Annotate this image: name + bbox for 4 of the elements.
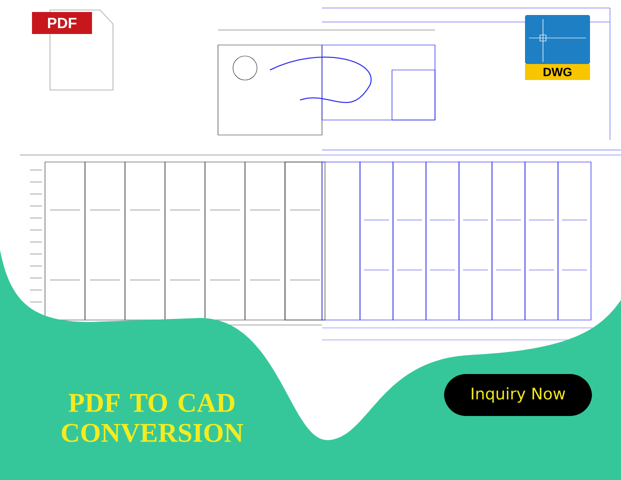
pdf-label: PDF xyxy=(32,12,92,34)
title: PDF TO CAD CONVERSION xyxy=(62,394,244,442)
dwg-label: DWG xyxy=(525,64,590,80)
inquiry-button: Inquiry Now xyxy=(444,374,592,416)
